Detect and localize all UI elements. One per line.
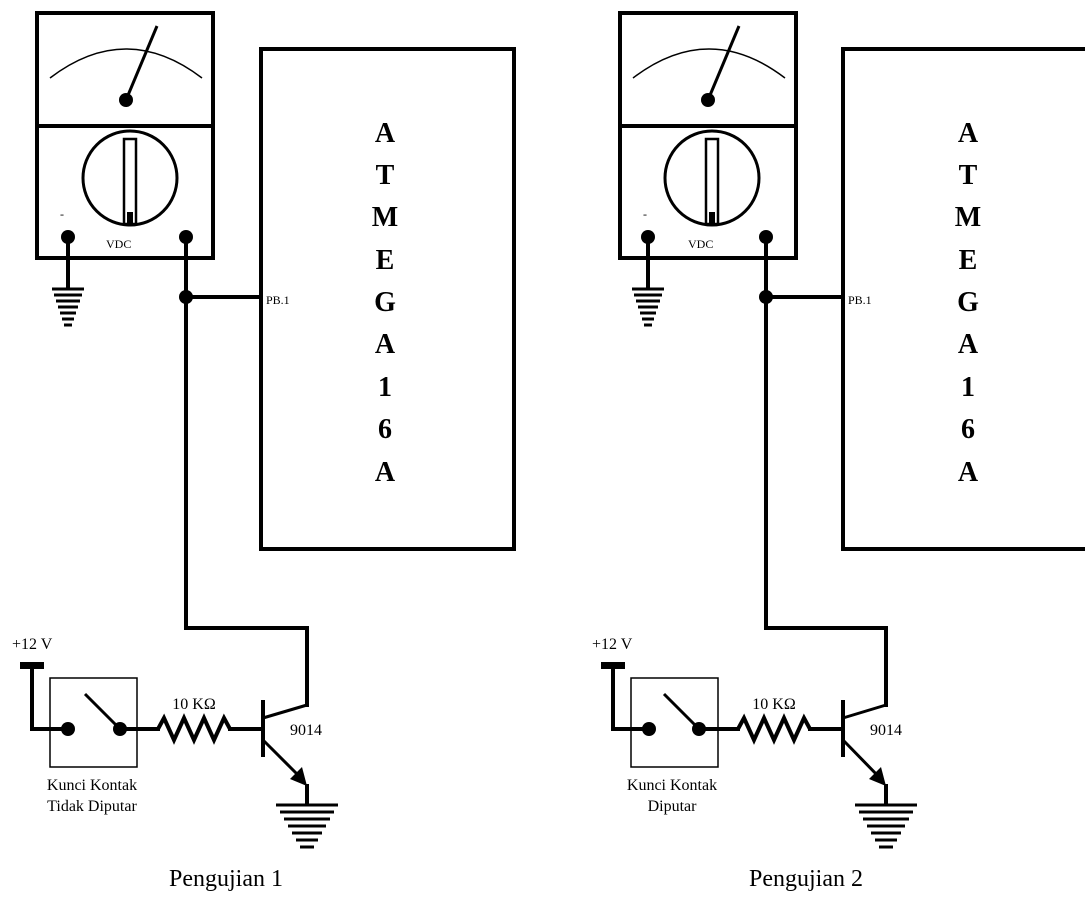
switch-contact — [61, 722, 75, 736]
supply-label: +12 V — [12, 636, 53, 653]
chip-letter: T — [959, 160, 978, 191]
range-dial — [81, 129, 179, 227]
panel-1: - VDC A T M E G A 1 6 A P — [12, 11, 516, 892]
switch-caption: Diputar — [648, 798, 698, 815]
switch-contact — [642, 722, 656, 736]
multimeter-body — [35, 11, 215, 260]
switch-box — [630, 677, 719, 768]
ground-symbol-meter — [52, 235, 84, 327]
resistor-label: 10 KΩ — [172, 696, 216, 713]
range-dial-pointer — [127, 212, 133, 223]
switch-caption: Kunci Kontak — [627, 777, 717, 794]
atmega16a-chip: A T M E G A 1 6 A PB.1 — [259, 47, 516, 551]
chip-letter: 6 — [378, 414, 392, 445]
junction-dot — [179, 290, 193, 304]
meter-minus-label: - — [643, 207, 647, 221]
panel-2: - VDC A T M E G A 1 6 A PB.1 — [592, 11, 1085, 892]
switch-lever — [83, 692, 122, 731]
switch-caption: Tidak Diputar — [47, 798, 137, 815]
chip-letter: E — [959, 245, 978, 276]
npn-transistor: 9014 — [841, 700, 902, 805]
range-dial-knob — [704, 137, 720, 226]
range-dial-pointer — [709, 212, 715, 223]
chip-letter: G — [374, 287, 396, 318]
chip-letter: 1 — [961, 372, 975, 403]
panel-caption: Pengujian 2 — [749, 866, 863, 892]
chip-letter: M — [955, 202, 981, 233]
ground-symbol-transistor — [276, 803, 338, 849]
meter-scale-arc — [49, 48, 203, 79]
chip-letter: A — [958, 457, 979, 488]
multimeter: - VDC — [618, 11, 798, 260]
supply-terminal: +12 V — [12, 636, 70, 731]
ground-symbol-meter — [632, 235, 664, 327]
meter-pivot — [701, 93, 715, 107]
ground-symbol-transistor — [855, 803, 917, 849]
npn-transistor: 9014 — [261, 700, 322, 805]
chip-letter: 1 — [378, 372, 392, 403]
chip-letter: A — [375, 457, 396, 488]
chip-letter: A — [958, 118, 979, 149]
switch-lever — [662, 692, 701, 731]
chip-letter: T — [376, 160, 395, 191]
chip-letter: M — [372, 202, 398, 233]
chip-letter: A — [375, 329, 396, 360]
chip-letter: E — [376, 245, 395, 276]
meter-mode-label: VDC — [106, 237, 131, 251]
transistor-label: 9014 — [870, 722, 902, 739]
supply-bar — [20, 662, 44, 669]
panel-caption: Pengujian 1 — [169, 866, 283, 892]
chip-letter: A — [375, 118, 396, 149]
supply-terminal: +12 V — [592, 636, 651, 731]
range-dial — [663, 129, 761, 227]
emitter-arrow — [290, 767, 307, 786]
meter-pivot — [119, 93, 133, 107]
signal-wire — [759, 235, 888, 707]
chip-letter: A — [958, 329, 979, 360]
meter-scale-arc — [632, 48, 786, 79]
pin-label: PB.1 — [848, 293, 872, 307]
supply-bar — [601, 662, 625, 669]
signal-wire — [179, 235, 309, 707]
chip-letter: G — [957, 287, 979, 318]
resistor: 10 KΩ — [697, 696, 844, 745]
switch-caption: Kunci Kontak — [47, 777, 137, 794]
resistor-label: 10 KΩ — [752, 696, 796, 713]
switch-box — [49, 677, 138, 768]
meter-minus-label: - — [60, 207, 64, 221]
meter-mode-label: VDC — [688, 237, 713, 251]
resistor: 10 KΩ — [118, 696, 264, 745]
chip-letter: 6 — [961, 414, 975, 445]
pin-label: PB.1 — [266, 293, 290, 307]
ignition-switch: Kunci Kontak Tidak Diputar — [47, 677, 138, 815]
emitter-arrow — [869, 767, 886, 786]
range-dial-knob — [122, 137, 138, 226]
atmega16a-chip: A T M E G A 1 6 A PB.1 — [841, 47, 1085, 551]
multimeter-body — [618, 11, 798, 260]
transistor-label: 9014 — [290, 722, 322, 739]
supply-label: +12 V — [592, 636, 633, 653]
junction-dot — [759, 290, 773, 304]
ignition-switch: Kunci Kontak Diputar — [627, 677, 719, 815]
multimeter: - VDC — [35, 11, 215, 260]
meter-needle — [706, 25, 741, 101]
meter-needle — [124, 25, 159, 101]
